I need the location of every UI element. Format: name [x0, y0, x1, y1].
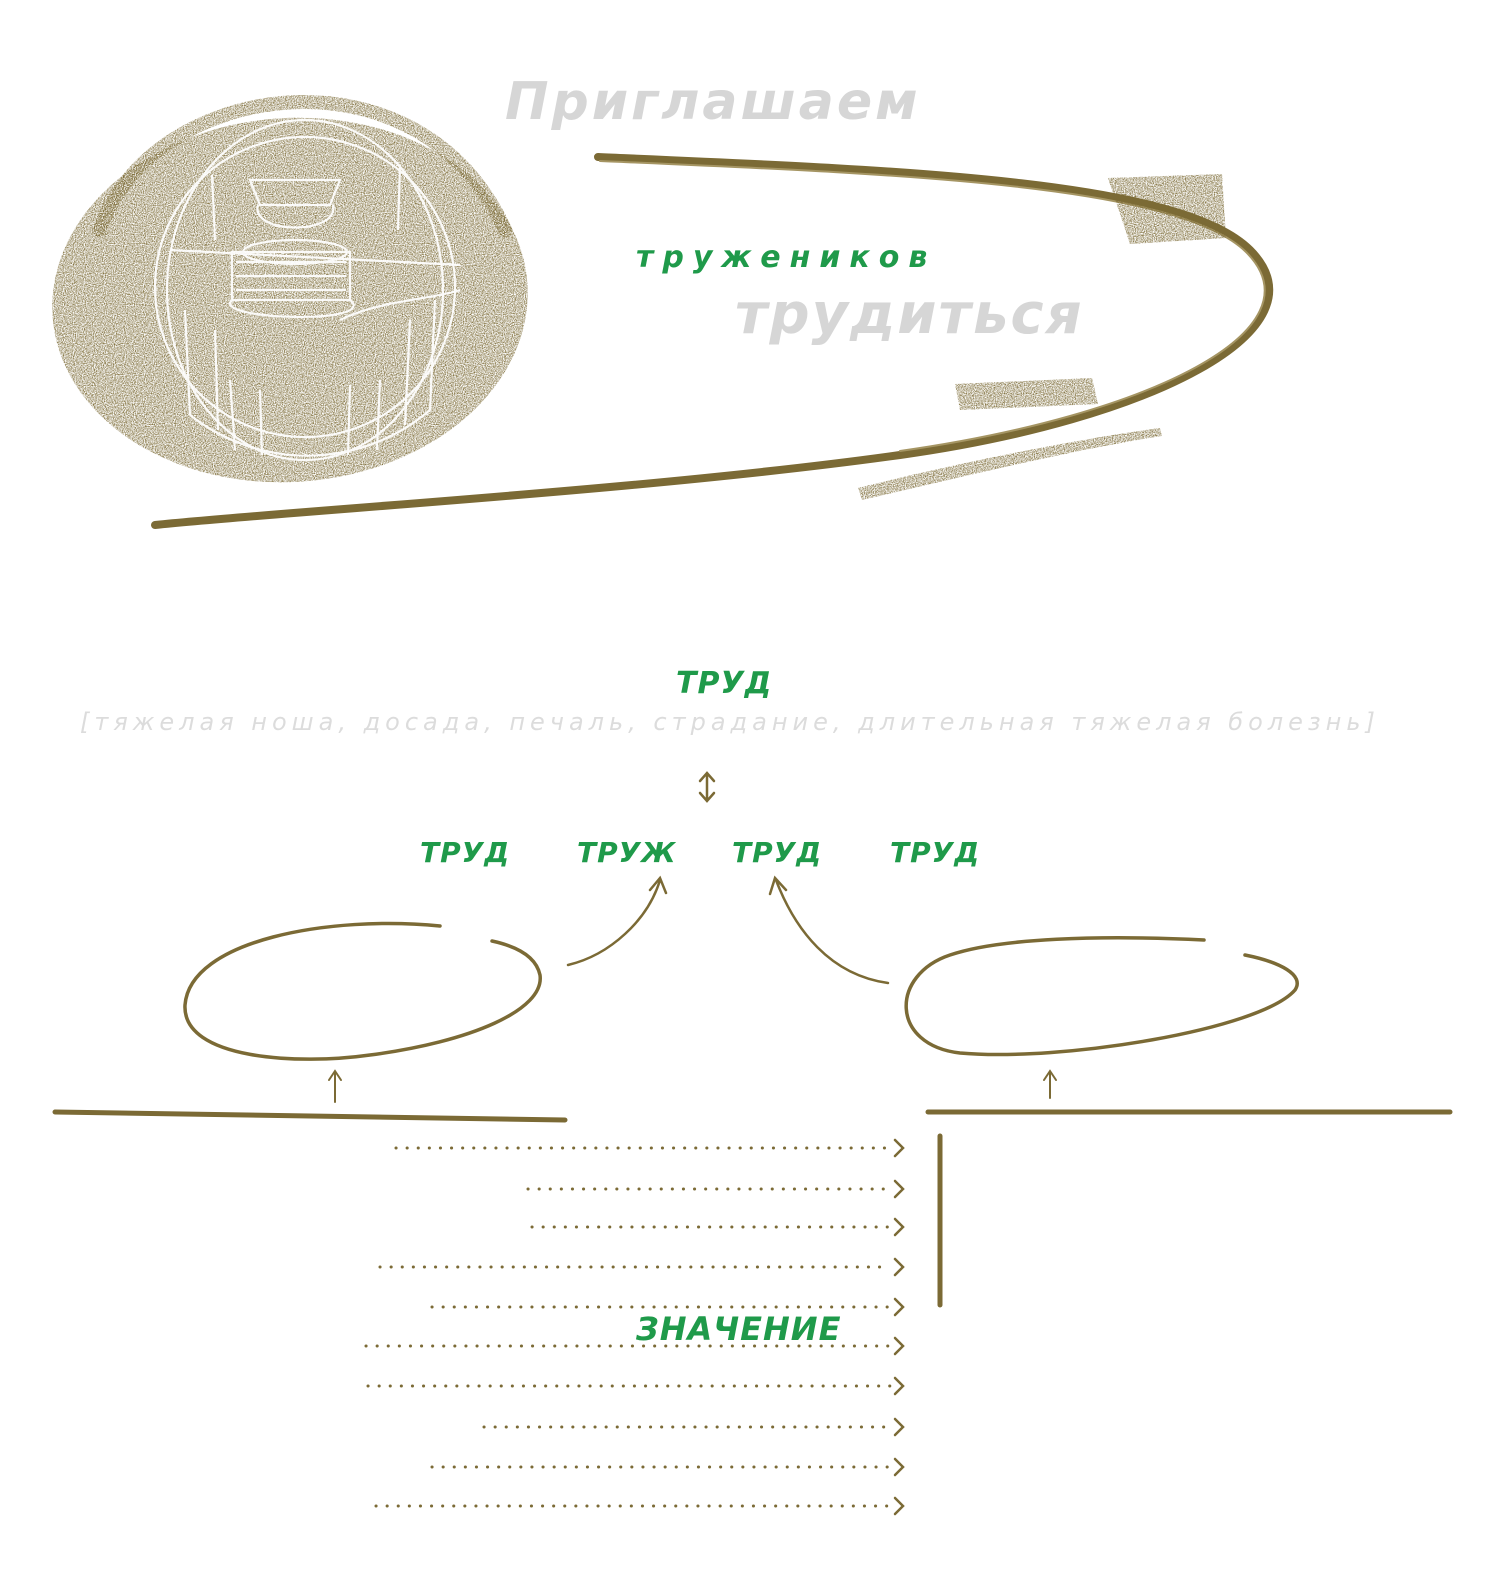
arrow-head-icon: [893, 1336, 905, 1356]
arrow-head-icon: [893, 1417, 905, 1437]
arrow-head-icon: [893, 1138, 905, 1158]
to-work-word: трудиться: [735, 282, 1084, 347]
workers-word: тружеников: [636, 240, 937, 275]
dotted-arrows: [364, 1138, 905, 1516]
invite-title: Приглашаем: [505, 72, 921, 132]
arrow-head-icon: [893, 1457, 905, 1477]
vessel-sketch-icon: [52, 95, 528, 483]
arrow-head-icon: [893, 1376, 905, 1396]
variant-trud-2: ТРУД: [732, 836, 823, 869]
left-loop: [183, 921, 542, 1061]
double-arrow-icon: [698, 771, 716, 803]
swoosh-line: [151, 153, 1274, 529]
up-arrow-left-icon: [328, 1069, 342, 1103]
up-arrow-right-icon: [1043, 1069, 1057, 1099]
variant-truzh: ТРУЖ: [577, 836, 677, 869]
curved-arrow-left: [566, 875, 668, 967]
arrow-head-icon: [893, 1179, 905, 1199]
arrow-head-icon: [893, 1496, 905, 1516]
meaning-label: ЗНАЧЕНИЕ: [636, 1310, 842, 1348]
variant-trud-3: ТРУД: [890, 836, 981, 869]
scribble-marks: [858, 174, 1226, 500]
trud-heading: ТРУД: [676, 666, 773, 701]
arrow-head-icon: [893, 1257, 905, 1277]
right-loop: [904, 936, 1299, 1057]
arrow-head-icon: [893, 1297, 905, 1317]
ground-lines: [52, 1109, 1453, 1123]
meanings-line: [тяжелая ноша, досада, печаль, страдание…: [80, 708, 1380, 736]
curved-arrow-right: [768, 875, 890, 985]
arrow-head-icon: [893, 1217, 905, 1237]
variant-trud-1: ТРУД: [420, 836, 511, 869]
